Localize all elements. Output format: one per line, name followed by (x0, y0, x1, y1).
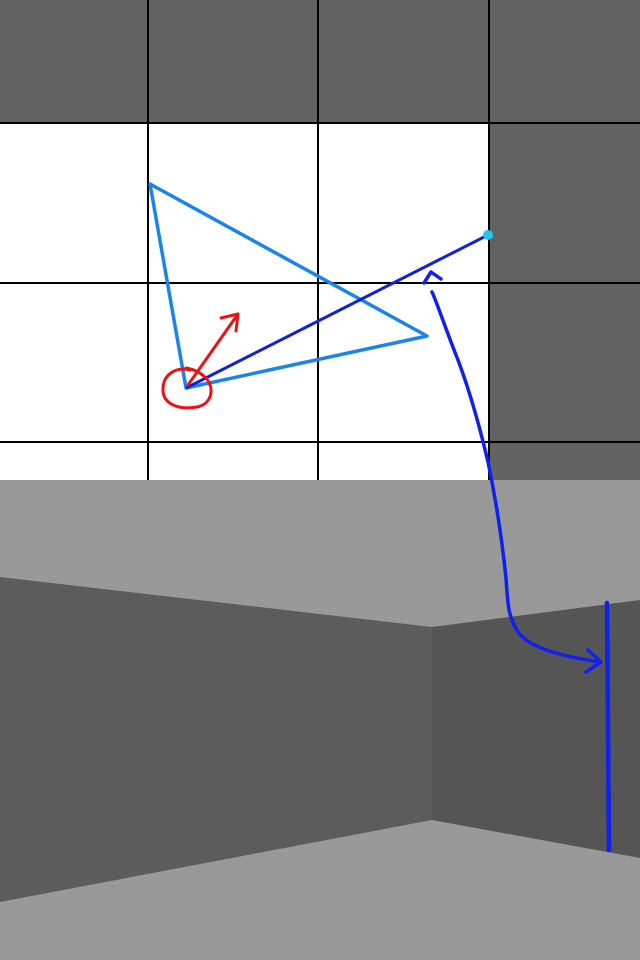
map-cell-wall (489, 283, 640, 480)
ray-hit-point (483, 230, 493, 240)
map-cell-floor (148, 123, 318, 283)
wall-face-left (0, 577, 432, 902)
map-cell-wall (489, 0, 640, 123)
map-cell-wall (489, 123, 640, 283)
cast-ray (185, 233, 489, 390)
map-cell-floor (0, 283, 148, 480)
player-direction-arrow (186, 312, 240, 387)
map-cell-wall (0, 0, 148, 123)
map-cell-floor (0, 123, 148, 283)
map-view (0, 0, 640, 480)
player-position-marker (161, 366, 213, 410)
map-cell-wall (318, 0, 489, 123)
annotations (422, 270, 612, 853)
map-cell-floor (318, 283, 489, 480)
map-cell-wall (148, 0, 318, 123)
map-grid-lines (0, 0, 640, 480)
annotation-curve-arrow (430, 290, 602, 664)
map-cell-floor (318, 123, 489, 283)
field-of-view-triangle (148, 182, 429, 390)
map-cells (0, 0, 640, 480)
wall-face-right (432, 600, 640, 858)
annotation-arrowhead-up (422, 270, 443, 285)
first-person-view (0, 480, 640, 960)
annotation-wall-line (604, 600, 612, 853)
annotation-arrowhead-right (584, 648, 603, 674)
